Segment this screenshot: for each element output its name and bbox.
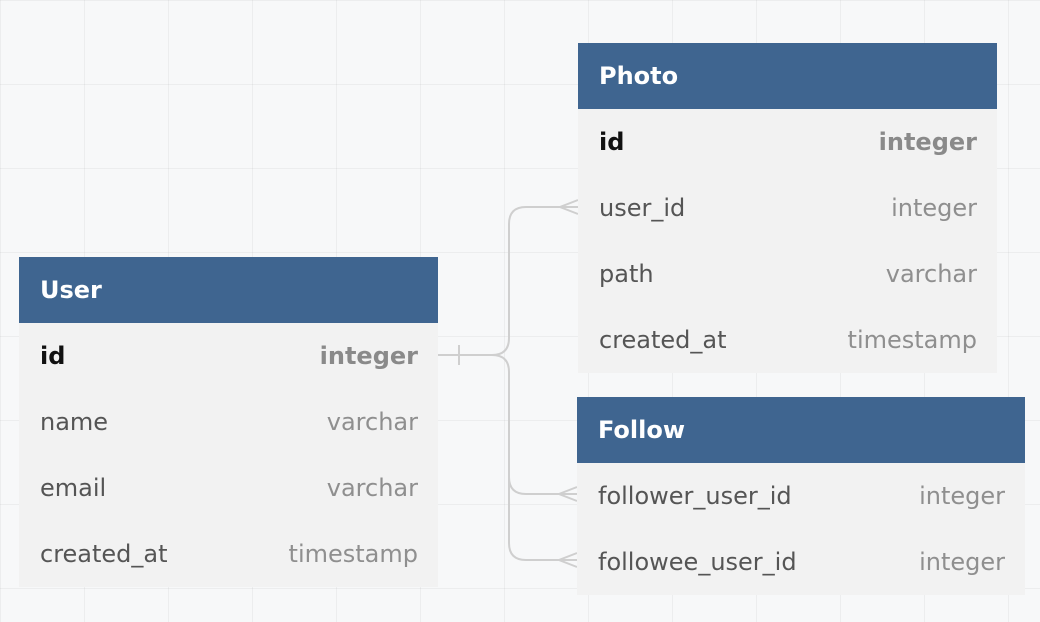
column-name: follower_user_id	[598, 482, 792, 510]
table-title[interactable]: Follow	[577, 397, 1025, 463]
column-name: created_at	[599, 326, 727, 354]
table-row[interactable]: created_at timestamp	[578, 307, 997, 373]
column-name: created_at	[40, 540, 168, 568]
column-type: integer	[319, 342, 418, 370]
table-follow[interactable]: Follow follower_user_id integer followee…	[577, 397, 1025, 595]
table-row[interactable]: followee_user_id integer	[577, 529, 1025, 595]
column-type: varchar	[326, 474, 418, 502]
table-title[interactable]: Photo	[578, 43, 997, 109]
column-name: user_id	[599, 194, 686, 222]
column-name: path	[599, 260, 654, 288]
connector-user-photo[interactable]	[438, 206, 578, 356]
column-type: integer	[919, 482, 1005, 510]
many-marker-follower	[556, 486, 578, 502]
table-row[interactable]: name varchar	[19, 389, 438, 455]
table-row[interactable]: user_id integer	[578, 175, 997, 241]
column-type: integer	[919, 548, 1005, 576]
many-marker-photo	[557, 199, 579, 215]
table-title[interactable]: User	[19, 257, 438, 323]
column-type: varchar	[885, 260, 977, 288]
table-row[interactable]: path varchar	[578, 241, 997, 307]
table-photo[interactable]: Photo id integer user_id integer path va…	[578, 43, 997, 373]
connector-user-follower[interactable]	[491, 354, 577, 495]
column-name: followee_user_id	[598, 548, 797, 576]
column-name: email	[40, 474, 107, 502]
column-type: timestamp	[288, 540, 418, 568]
column-name: id	[599, 128, 625, 156]
table-user[interactable]: User id integer name varchar email varch…	[19, 257, 438, 587]
column-type: integer	[878, 128, 977, 156]
table-row[interactable]: created_at timestamp	[19, 521, 438, 587]
column-name: name	[40, 408, 109, 436]
table-row[interactable]: id integer	[578, 109, 997, 175]
connector-user-followee[interactable]	[508, 472, 577, 561]
table-row[interactable]: follower_user_id integer	[577, 463, 1025, 529]
column-type: timestamp	[847, 326, 977, 354]
column-type: integer	[891, 194, 977, 222]
column-name: id	[40, 342, 66, 370]
column-type: varchar	[326, 408, 418, 436]
many-marker-followee	[556, 552, 578, 568]
table-row[interactable]: email varchar	[19, 455, 438, 521]
table-row[interactable]: id integer	[19, 323, 438, 389]
